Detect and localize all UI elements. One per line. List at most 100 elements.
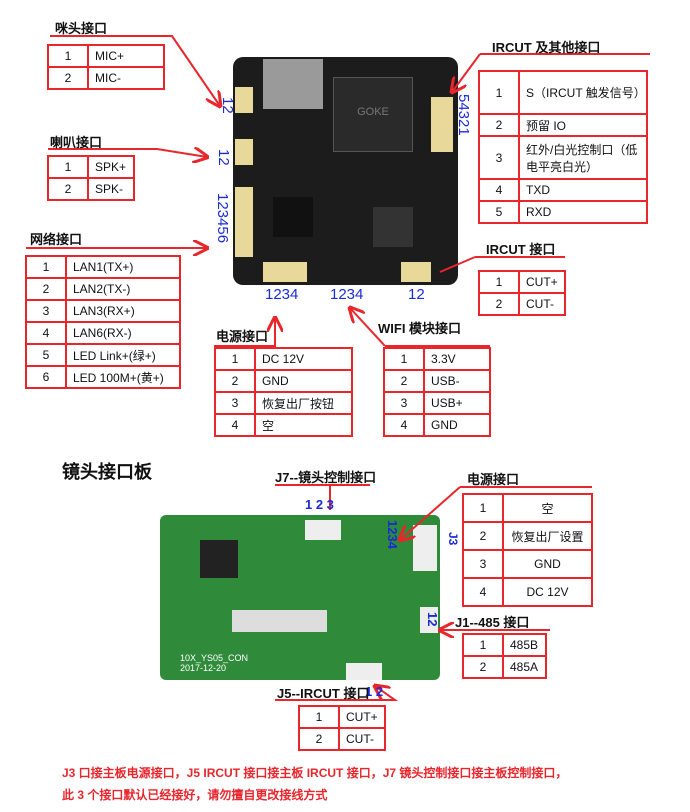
connector [431,97,453,152]
pin-function: LED Link+(绿+) [65,343,181,367]
j1-title: J1--485 接口 [455,615,530,630]
wifi-title: WIFI 模块接口 [378,321,462,336]
pin-function: 预留 IO [518,113,648,137]
pin-label-mic: 12 [219,97,236,114]
pin-function: 红外/白光控制口（低电平亮白光） [518,135,648,180]
j5-title: J5--IRCUT 接口 [277,686,370,701]
pin-label-j7: 1 2 3 [305,497,334,512]
fpc-connector [232,610,327,632]
pin-number: 6 [25,365,67,389]
pin-label-spk: 12 [215,149,232,166]
pin-label-lens-power: 1234 [385,520,400,549]
silkscreen: 10X_YS05_CON 2017-12-20 [180,653,249,673]
connector [305,520,341,540]
pin-function: RXD [518,200,648,224]
pin-function: LAN6(RX-) [65,321,181,345]
pin-function: LED 100M+(黄+) [65,365,181,389]
pin-number: 4 [383,413,425,437]
pin-function: DC 12V [502,577,593,607]
pin-number: 1 [478,70,520,115]
pin-number: 1 [214,347,256,371]
pin-function: 恢复出厂设置 [502,521,593,551]
pin-function: GND [254,369,353,393]
chip [373,207,413,247]
lens-power-title: 电源接口 [467,472,520,487]
pin-label-j1: 12 [425,612,440,627]
pin-number: 1 [25,255,67,279]
connector [235,87,253,113]
pin-number: 5 [478,200,520,224]
pin-function: 空 [502,493,593,523]
pin-function: GND [502,549,593,579]
pin-function: 485B [502,633,547,657]
pin-function: 485A [502,655,547,679]
chip [200,540,238,578]
pin-label-ircut-other: 54321 [455,94,472,136]
pin-number: 1 [383,347,425,371]
pin-number: 2 [298,727,340,751]
wiring-note: J3 口接主板电源接口，J5 IRCUT 接口接主板 IRCUT 接口，J7 镜… [62,762,567,806]
pin-number: 2 [214,369,256,393]
pin-number: 1 [47,44,89,68]
connector [413,525,437,571]
note-line: 此 3 个接口默认已经接好，请勿擅自更改接线方式 [62,788,328,802]
pin-number: 1 [298,705,340,729]
pin-number: 2 [478,113,520,137]
spk-title: 喇叭接口 [50,135,103,150]
power-title: 电源接口 [216,329,269,344]
pin-number: 3 [25,299,67,323]
pin-function: USB- [423,369,491,393]
pin-number: 4 [214,413,256,437]
pin-number: 1 [462,493,504,523]
pin-function: DC 12V [254,347,353,371]
connector [346,663,382,680]
pin-number: 5 [25,343,67,367]
pin-function: CUT+ [518,270,566,294]
pin-number: 1 [462,633,504,657]
pin-label-lan: 123456 [214,193,231,244]
pin-function: 3.3V [423,347,491,371]
connector [235,187,253,257]
pin-function: 空 [254,413,353,437]
pin-function: LAN1(TX+) [65,255,181,279]
pin-function: SPK+ [87,155,135,179]
pin-function: MIC- [87,66,165,90]
pin-number: 3 [478,135,520,180]
pin-number: 4 [462,577,504,607]
pin-function: LAN2(TX-) [65,277,181,301]
lan-title: 网络接口 [30,232,83,247]
j7-title: J7--镜头控制接口 [275,470,377,485]
